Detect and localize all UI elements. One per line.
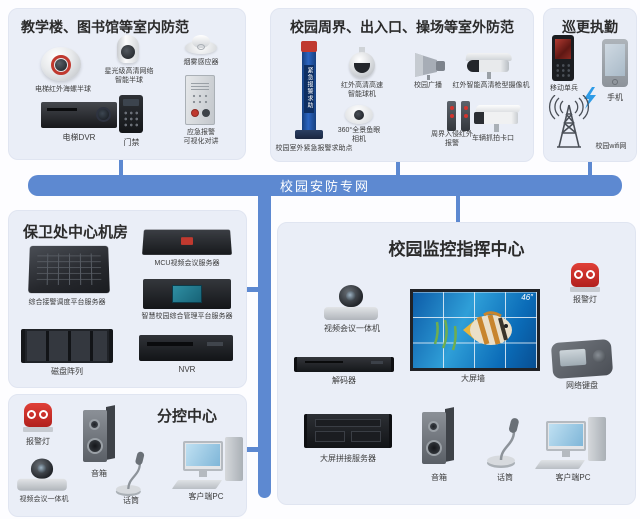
fisheye-camera-icon [345,103,373,127]
device-label: 红外高清高速 智能球机 [341,82,383,98]
mcu-server-icon [142,229,232,255]
device-label: 车辆抓拍卡口 [472,135,514,142]
section-command-title: 校园监控指挥中心 [388,240,525,259]
device-label: 烟雾感应器 [183,59,219,66]
disk-array-icon [21,329,113,363]
section-subcontrol: 分控中心 报警灯 音箱 视频会议一体机 话筒 客户端PC [8,394,247,517]
mobile-terminal-icon [552,35,574,81]
emergency-pole-icon: 紧急报警求助 [295,41,323,143]
device-label: 网络键盘 [566,381,598,390]
device-label: 报警灯 [26,437,50,446]
connector-indoor-to-bus [119,158,123,176]
conference-camera-icon [324,285,378,323]
device-label: 智慧校园综合管理平台服务器 [141,313,233,320]
connector-serverroom-to-trunk [243,287,259,292]
device-label: 校园wifi网 [595,143,627,150]
section-outdoor-title: 校园周界、出入口、操场等室外防范 [290,19,514,35]
device-label: 手机 [607,93,623,102]
network-keyboard-icon [550,338,614,380]
device-label: 话筒 [123,496,139,505]
bullet-camera-icon [465,53,513,81]
section-server-room: 保卫处中心机房 综合接警调度平台服务器 MCU视频会议服务器 智慧校园综合管理平… [8,210,247,388]
connector-subcontrol-to-trunk [243,447,259,452]
device-label: 音箱 [91,469,107,478]
lightning-bolt-icon [582,87,598,109]
smartphone-icon [602,39,628,87]
connector-patrol-to-bus [588,160,592,176]
wall-size-label: 46″ [521,293,533,302]
device-label: 客户端PC [555,473,591,482]
ptz-dome-camera-icon [349,47,375,81]
conference-camera-icon [17,458,67,494]
microphone-icon [113,449,153,497]
client-pc-icon [169,437,247,491]
section-indoor-title: 教学楼、图书馆等室内防范 [21,19,189,35]
section-indoor: 教学楼、图书馆等室内防范 电梯红外海螺半球 星光级高清网络 智能半球 烟雾感应器… [8,8,246,160]
dome-camera-icon [41,45,81,83]
nvr-icon [139,335,233,361]
ir-beam-posts-icon [447,101,471,131]
speaker-icon [422,407,454,467]
section-patrol-title: 巡更执勤 [562,19,618,35]
section-server-room-title: 保卫处中心机房 [23,224,129,241]
mini-dome-camera-icon [117,35,141,67]
section-outdoor: 校园周界、出入口、操场等室外防范 紧急报警求助 校园室外紧急报警求助点 红外高清… [270,8,534,162]
device-label: 电梯红外海螺半球 [35,86,91,93]
device-label: 校园广播 [414,82,442,89]
connector-outdoor-to-bus [396,160,400,176]
checkpoint-camera-icon [474,105,522,135]
device-label: 门禁 [123,138,140,147]
device-label: 周界入侵红外 报警 [431,131,473,147]
device-label: 星光级高清网络 智能半球 [104,68,154,84]
video-wall-icon: 46″ [410,289,540,371]
network-bus-label: 校园安防专网 [279,179,370,194]
network-bus: 校园安防专网 [28,175,622,196]
section-command-center: 校园监控指挥中心 视频会议一体机 46″ 大屏墙 报警灯 解码器 网络键盘 大屏… [277,222,636,505]
horn-speaker-icon [413,49,447,81]
intercom-panel-icon [185,75,215,125]
wifi-tower-icon [546,94,592,153]
device-label: 磁盘阵列 [51,367,83,376]
speaker-icon [83,405,115,465]
dispatch-server-icon [28,245,110,294]
device-label: NVR [178,365,196,374]
section-patrol: 巡更执勤 移动单兵 手机 校园wifi网 [543,8,637,162]
device-label: 视频会议一体机 [324,324,380,333]
device-label: 大屏墙 [461,374,485,383]
microphone-icon [484,415,524,469]
smoke-detector-icon [185,35,217,55]
device-label: 360°全景鱼眼 相机 [337,127,381,143]
device-label: 应急报警 可视化对讲 [183,129,219,145]
device-label: 客户端PC [188,492,224,501]
decoder-icon [294,357,394,372]
section-subcontrol-title: 分控中心 [157,408,218,425]
connector-bus-to-command [456,195,460,223]
dvr-icon [41,102,117,128]
device-label: 综合接警调度平台服务器 [28,299,106,306]
device-label: 解码器 [332,376,356,385]
device-label: 音箱 [431,473,447,482]
device-label: 大屏拼接服务器 [320,454,376,463]
device-label: 话筒 [497,473,513,482]
pole-vertical-text: 紧急报警求助 [306,67,312,109]
device-label: 报警灯 [573,295,597,304]
alarm-beacon-icon [570,263,600,293]
device-label: 校园室外紧急报警求助点 [275,145,353,152]
device-label: 移动单兵 [550,85,578,92]
access-keypad-icon [119,95,143,133]
trunk-line [258,195,271,498]
device-label: MCU视频会议服务器 [154,260,220,267]
splicing-server-icon [304,414,392,448]
alarm-beacon-icon [23,403,53,433]
device-label: 电梯DVR [62,133,96,142]
device-label: 红外智能高清枪型摄像机 [452,82,530,89]
management-server-icon [143,279,231,309]
client-pc-icon [532,417,610,471]
device-label: 视频会议一体机 [19,496,69,503]
